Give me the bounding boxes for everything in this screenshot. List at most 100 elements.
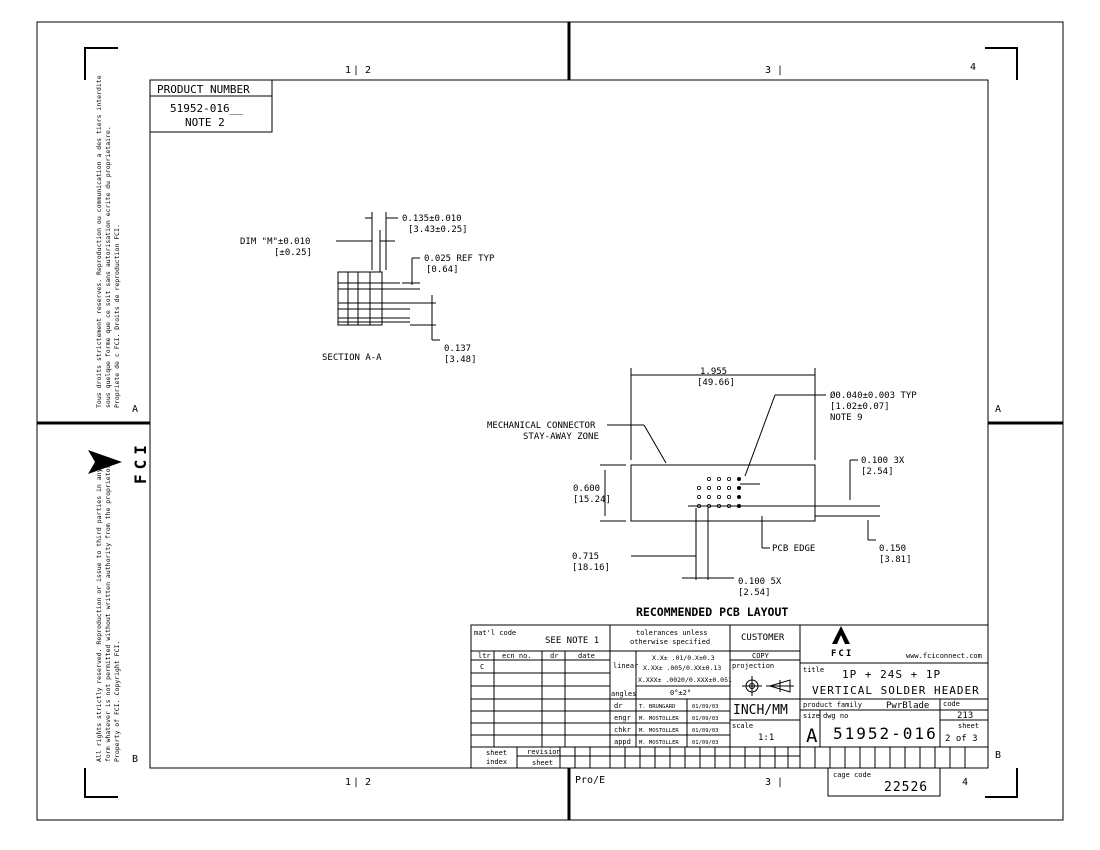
- matl-code-label: mat'l code: [474, 629, 516, 637]
- zone-top-1: 1: [345, 65, 351, 76]
- zone-right-b: B: [995, 750, 1001, 761]
- copy-label: COPY: [752, 652, 770, 660]
- legal-text-en: All rights strictly reserved. Reproducti…: [95, 461, 121, 762]
- zone-right-a: A: [995, 404, 1001, 415]
- pcb-hole: [697, 494, 702, 499]
- fci-logo-icon: [832, 626, 850, 644]
- product-number-note: NOTE 2: [185, 116, 225, 129]
- pcb-hole-grid: [697, 476, 742, 508]
- legal-fr-line1: Tous droits strictement reserves. Reprod…: [95, 75, 103, 408]
- zone-top-2: 2: [365, 65, 371, 76]
- title-block: [470, 624, 989, 797]
- stayaway-label-2: STAY-AWAY ZONE: [523, 432, 599, 442]
- corner-mark-bl: [84, 768, 118, 798]
- revision-label: revision: [527, 748, 561, 756]
- section-aa-labels: 0.135±0.010 [3.43±0.25] DIM "M"±0.010 [±…: [240, 214, 495, 365]
- dim-0100-3x: 0.100 3X: [861, 456, 905, 466]
- pcb-hole: [707, 503, 712, 508]
- title-block-text: mat'l code SEE NOTE 1 tolerances unless …: [474, 629, 982, 795]
- zone-top-3: 3: [765, 65, 771, 76]
- section-aa-label: SECTION A-A: [322, 353, 382, 363]
- approval-name: M. MOSTOLLER: [639, 716, 679, 722]
- product-number-box: PRODUCT NUMBER 51952-016__ NOTE 2: [149, 79, 273, 133]
- title-fci-logo: FCI: [831, 626, 851, 659]
- pcb-edge-label: PCB EDGE: [772, 544, 815, 554]
- pcb-hole: [707, 485, 712, 490]
- approval-role: chkr: [614, 726, 631, 734]
- legal-fr-line2: sous quelque forme que ce soit sans auto…: [104, 126, 112, 408]
- section-aa-view: [336, 212, 440, 341]
- approval-date: 01/09/03: [692, 728, 719, 734]
- outer-border: [36, 21, 1064, 821]
- corner-mark-br: [985, 768, 1018, 798]
- zone-bottom-1: 1: [345, 777, 351, 788]
- zone-sep: |: [777, 65, 783, 76]
- size-value: A: [806, 725, 818, 747]
- title-line-2: VERTICAL SOLDER HEADER: [812, 684, 980, 697]
- approval-name: T. BRUNGARD: [639, 704, 675, 710]
- product-number-title: PRODUCT NUMBER: [157, 83, 250, 96]
- sheet-value: 2 of 3: [945, 734, 978, 744]
- pcb-layout-view: [600, 368, 880, 580]
- tol-line-2: X.XX± .005/0.XX±0.13: [643, 664, 721, 672]
- cage-code-label: cage code: [833, 771, 871, 779]
- zone-sep: |: [353, 777, 359, 788]
- zone-bottom-2: 2: [365, 777, 371, 788]
- legal-en-line1: All rights strictly reserved. Reproducti…: [95, 468, 103, 762]
- pcb-hole: [727, 494, 732, 499]
- dim-0100-5x-mm: [2.54]: [738, 588, 771, 598]
- approval-date: 01/09/03: [692, 704, 719, 710]
- dwg-label: dwg no: [823, 712, 848, 720]
- dim-1955: 1.955: [700, 367, 727, 377]
- approval-role: dr: [614, 702, 622, 710]
- sheet-index-label-1: sheet: [486, 749, 507, 757]
- dim-0600-mm: [15.24]: [573, 495, 611, 505]
- tol-header-2: otherwise specified: [630, 638, 710, 646]
- pcb-hole: [717, 485, 722, 490]
- sheet-label: sheet: [958, 722, 979, 730]
- fci-side-logo-text: FCI: [131, 440, 150, 484]
- dim-1955-mm: [49.66]: [697, 378, 735, 388]
- dim-0025: 0.025 REF TYP: [424, 254, 495, 264]
- corner-mark-tl: [84, 47, 118, 80]
- tol-line-1: X.X± .01/0.X±0.3: [652, 654, 715, 662]
- title-label: title: [803, 666, 824, 674]
- pcb-hole: [737, 503, 742, 508]
- approval-date: 01/09/03: [692, 740, 719, 746]
- matl-code-value: SEE NOTE 1: [545, 636, 599, 646]
- tol-header-1: tolerances unless: [636, 629, 708, 637]
- dim-0715: 0.715: [572, 552, 599, 562]
- legal-en-line3: Property of FCI. Copyright FCI.: [113, 641, 121, 762]
- zone-top-4: 4: [970, 62, 976, 73]
- dim-0150-mm: [3.81]: [879, 555, 912, 565]
- dim-m: DIM "M"±0.010: [240, 237, 310, 247]
- angle-tol: 0°±2°: [670, 689, 691, 697]
- website: www.fciconnect.com: [906, 652, 982, 660]
- hole-note: NOTE 9: [830, 413, 863, 423]
- approval-role: engr: [614, 714, 631, 722]
- product-family-label: product family: [803, 701, 862, 709]
- pcb-hole: [727, 476, 732, 481]
- sheet-index-label-2: index: [486, 758, 507, 766]
- fci-side-logo: FCI: [88, 440, 150, 484]
- zone-sep: |: [777, 777, 783, 788]
- approval-date: 01/09/03: [692, 716, 719, 722]
- pcb-hole: [717, 476, 722, 481]
- dim-0137-mm: [3.48]: [444, 355, 477, 365]
- dim-hole-mm: [1.02±0.07]: [830, 402, 890, 412]
- date-header: date: [578, 652, 595, 660]
- pcb-hole: [697, 485, 702, 490]
- proe-label: Pro/E: [575, 775, 605, 786]
- dim-hole: Ø0.040±0.003 TYP: [830, 390, 917, 401]
- approval-name: M. MOSTOLLER: [639, 740, 679, 746]
- approval-name: M. MOSTOLLER: [639, 728, 679, 734]
- corner-mark-tr: [985, 47, 1018, 80]
- section-body: [337, 271, 383, 326]
- dim-m-mm: [±0.25]: [274, 248, 312, 258]
- scale-value: 1:1: [758, 733, 774, 743]
- dim-0715-mm: [18.16]: [572, 563, 610, 573]
- zone-bottom-3: 3: [765, 777, 771, 788]
- dim-0100-3x-mm: [2.54]: [861, 467, 894, 477]
- pcb-hole: [707, 476, 712, 481]
